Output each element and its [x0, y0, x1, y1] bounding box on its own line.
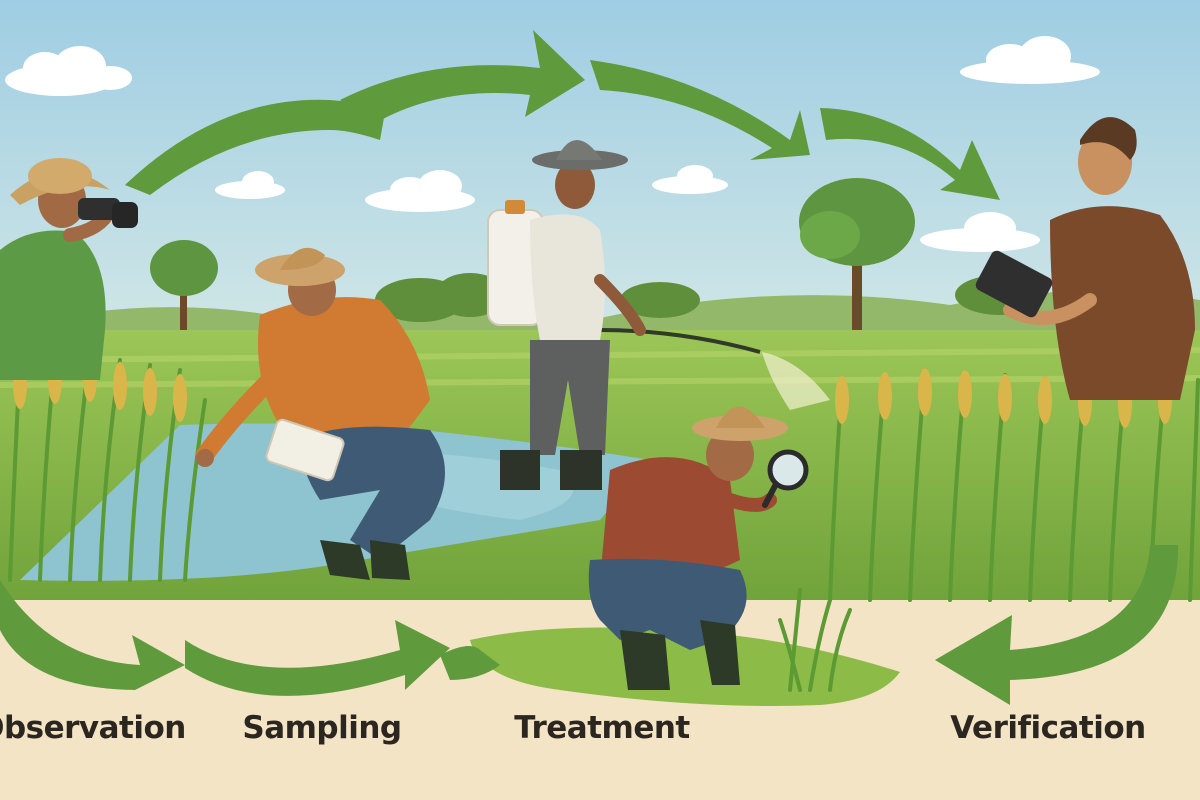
arrow-observation-to-treatment	[340, 30, 585, 125]
stage-label-verification: Verification	[950, 710, 1146, 746]
inspector-figure	[588, 406, 852, 692]
cloud	[365, 170, 475, 212]
verifier-figure	[975, 117, 1195, 400]
stage-label-treatment: Treatment	[514, 710, 690, 746]
cloud	[215, 171, 285, 199]
cloud	[920, 212, 1040, 252]
tree	[150, 240, 218, 335]
arrow-bottom-treatment-to-field	[440, 646, 500, 680]
sampler-figure	[196, 247, 445, 580]
cloud	[652, 165, 728, 194]
tablet-icon	[265, 418, 345, 482]
arrow-bottom-observation-to-sampling	[0, 580, 185, 690]
rice-crops-right	[828, 368, 1200, 602]
arrow-treatment-to-verification	[590, 60, 810, 160]
tablet-icon	[975, 250, 1053, 318]
stage-label-observation: Observation	[0, 710, 186, 746]
arrow-bottom-sampling-to-treatment	[185, 620, 450, 696]
arrow-verification-to-treatment	[935, 545, 1179, 705]
cloud	[5, 46, 132, 96]
arrow-treatment-to-verification	[820, 108, 1000, 200]
rice-crops-left	[8, 348, 207, 582]
sprayer-icon	[487, 200, 830, 410]
binoculars-icon	[78, 198, 138, 228]
observer-figure	[0, 158, 138, 380]
cloud	[960, 36, 1100, 84]
arrow-observation-to-treatment	[125, 99, 385, 195]
stage-label-sampling: Sampling	[242, 710, 402, 746]
magnifying-glass-icon	[762, 449, 809, 508]
cycle-arrows	[0, 30, 1179, 705]
sprayer-figure	[487, 140, 830, 490]
tree	[799, 178, 915, 330]
